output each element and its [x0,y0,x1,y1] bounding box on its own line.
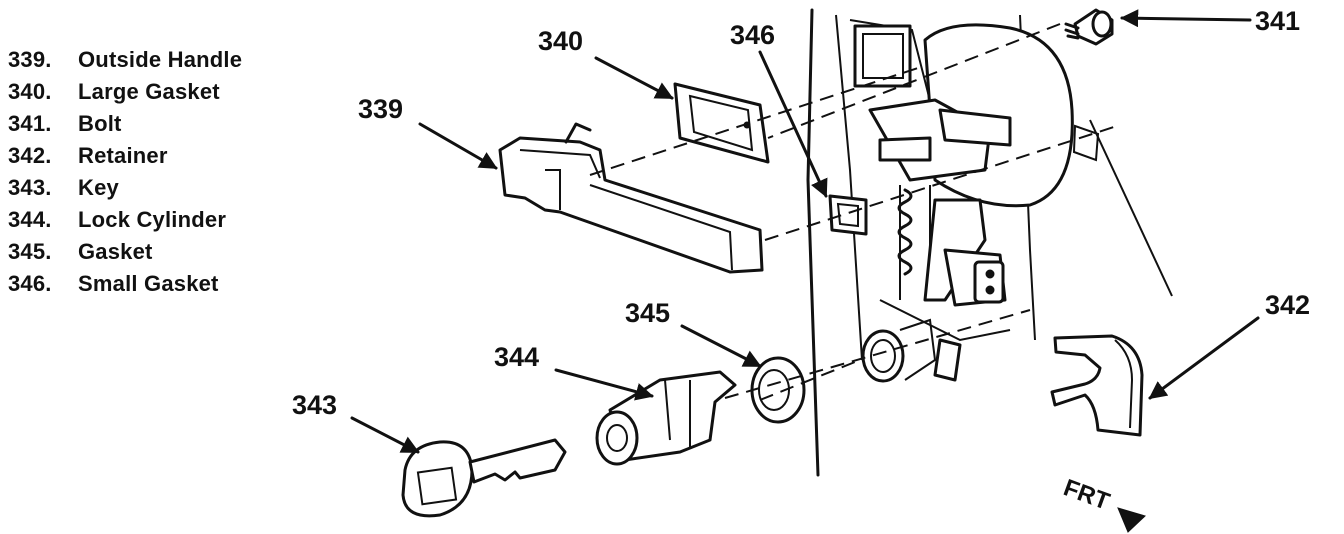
legend-number: 342. [8,143,52,168]
outside-handle [498,122,764,274]
legend-item: 340. Large Gasket [8,76,242,108]
legend-item: 342. Retainer [8,140,242,172]
frt-label: FRT [1060,474,1113,515]
large-gasket [673,82,770,164]
callout-arrows [350,9,1260,454]
legend-number: 343. [8,175,52,200]
latch-mechanism [853,23,1100,382]
bolt [1064,8,1114,46]
callout-346: 346 [730,20,775,50]
legend-label: Lock Cylinder [78,207,227,232]
front-direction-indicator: FRT [1060,474,1146,533]
legend-label: Retainer [78,143,168,168]
alignment-lines [589,23,1121,401]
callout-345: 345 [625,298,670,328]
callout-339: 339 [358,94,403,124]
parts-legend: 339. Outside Handle 340. Large Gasket 341.… [8,44,242,300]
direction-arrow-icon [1117,507,1146,533]
legend-number: 346. [8,271,52,296]
gasket-ring [750,356,806,424]
legend-item: 341. Bolt [8,108,242,140]
legend-label: Gasket [78,239,153,264]
callout-343: 343 [292,390,337,420]
legend-label: Key [78,175,119,200]
callout-342: 342 [1265,290,1310,320]
door-lock-housing [861,318,937,383]
legend-label: Small Gasket [78,271,219,296]
legend-label: Bolt [78,111,122,136]
legend-item: 344. Lock Cylinder [8,204,242,236]
legend-number: 341. [8,111,52,136]
door-panel [806,8,1173,477]
callout-340: 340 [538,26,583,56]
retainer [1050,334,1144,437]
legend-number: 344. [8,207,52,232]
callout-344: 344 [494,342,539,372]
legend-number: 340. [8,79,52,104]
small-gasket [828,194,868,236]
callout-341: 341 [1255,6,1300,36]
legend-number: 345. [8,239,52,264]
legend-item: 343. Key [8,172,242,204]
legend-item: 345. Gasket [8,236,242,268]
key [401,438,567,518]
legend-item: 346. Small Gasket [8,268,242,300]
legend-item: 339. Outside Handle [8,44,242,76]
legend-label: Outside Handle [78,47,243,72]
legend-number: 339. [8,47,52,72]
legend-label: Large Gasket [78,79,220,104]
